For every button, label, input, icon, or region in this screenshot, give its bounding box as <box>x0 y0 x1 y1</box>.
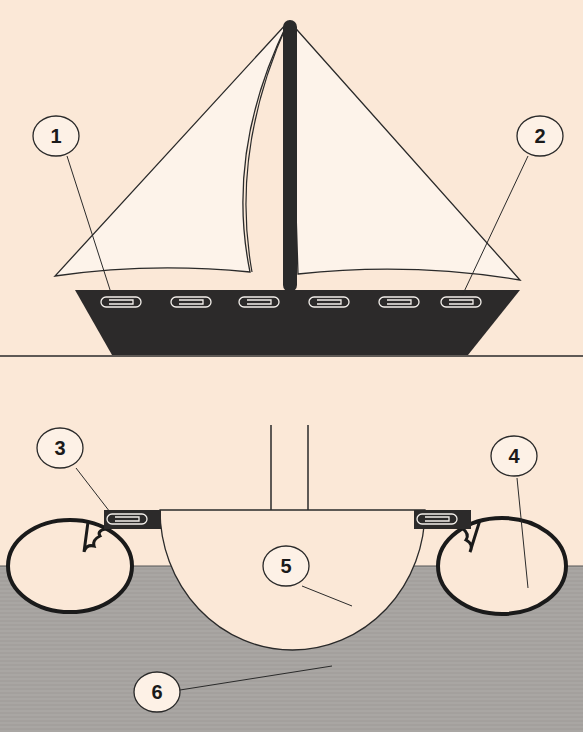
leader-line <box>76 468 110 512</box>
leader-line <box>462 156 528 296</box>
callout-number: 5 <box>280 556 291 576</box>
callout-circle: 6 <box>133 671 181 713</box>
callout-circle: 1 <box>32 115 80 157</box>
safety-pin <box>417 514 457 524</box>
leader-line <box>180 666 332 690</box>
callout-number: 3 <box>54 438 65 458</box>
safety-pins <box>107 514 457 524</box>
callout-number: 4 <box>508 446 519 466</box>
safety-pin <box>107 514 147 524</box>
safety-pin <box>441 297 481 307</box>
leader-line <box>517 478 528 588</box>
callout-circle: 4 <box>490 435 538 477</box>
safety-pin <box>101 297 141 307</box>
hull-section <box>160 510 425 650</box>
leader-line <box>67 156 112 296</box>
safety-pin <box>379 297 419 307</box>
right-sail <box>290 22 520 280</box>
hull <box>75 290 520 355</box>
callout-number: 1 <box>50 126 61 146</box>
left-sail <box>55 22 288 276</box>
callout-number: 2 <box>534 126 545 146</box>
callout-circle: 5 <box>262 545 310 587</box>
deck-bracket <box>104 510 161 529</box>
mast-section <box>307 425 309 510</box>
sail-curve <box>246 22 288 272</box>
safety-pin <box>239 297 279 307</box>
mast-section <box>270 425 272 510</box>
deck-bracket <box>414 510 471 529</box>
leader-line <box>302 586 352 606</box>
safety-pins <box>101 297 481 307</box>
safety-pin <box>171 297 211 307</box>
callout-circle: 2 <box>516 115 564 157</box>
safety-pin <box>309 297 349 307</box>
waterline <box>0 355 583 357</box>
float <box>8 520 132 612</box>
callout-number: 6 <box>151 682 162 702</box>
mast <box>283 20 297 292</box>
float <box>438 518 566 614</box>
callout-circle: 3 <box>36 427 84 469</box>
